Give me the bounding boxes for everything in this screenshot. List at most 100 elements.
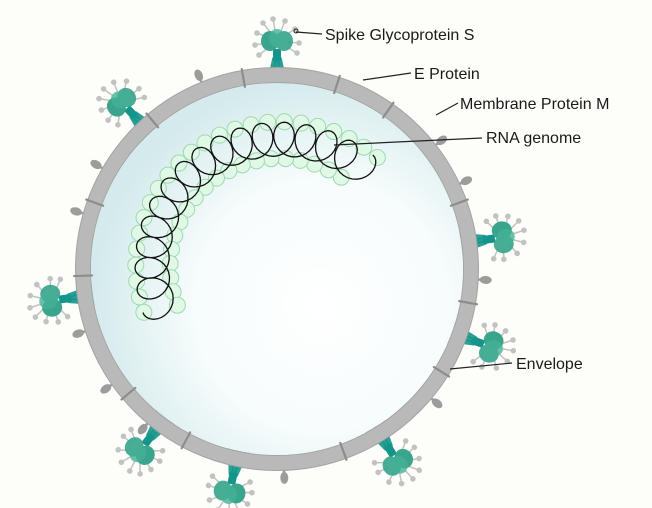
label-membrane-protein: Membrane Protein M <box>460 96 609 113</box>
glycan <box>156 458 163 464</box>
m-protein-head <box>431 398 443 409</box>
nucleocapsid-protein <box>291 151 309 169</box>
nucleocapsid-protein <box>242 116 260 134</box>
leader-line-envelope <box>449 362 513 370</box>
e-protein <box>449 198 469 207</box>
nucleocapsid-protein <box>247 152 265 170</box>
rna-genome-strand <box>134 121 377 320</box>
glycan <box>493 365 500 371</box>
glycan <box>55 319 62 325</box>
nucleocapsid-protein <box>186 189 204 207</box>
viral-envelope <box>75 67 479 471</box>
glycan <box>416 467 423 474</box>
m-protein-head <box>280 471 289 484</box>
glycan-stem <box>216 500 225 508</box>
spike-head <box>39 293 58 310</box>
e-protein <box>432 365 451 378</box>
nucleocapsid-protein <box>211 126 229 144</box>
glycan <box>100 86 107 92</box>
glycan <box>43 318 49 325</box>
glycan <box>252 42 258 48</box>
glycan <box>34 281 40 288</box>
glycan <box>118 459 125 466</box>
spike-head <box>391 456 408 474</box>
glycan <box>371 459 378 466</box>
nucleocapsid-protein <box>220 162 238 180</box>
glycan <box>27 304 33 311</box>
spike-head <box>269 29 285 47</box>
label-rna-genome: RNA genome <box>486 130 581 147</box>
glycan <box>416 455 422 462</box>
leader-line-e-protein <box>362 72 412 81</box>
m-protein-head <box>460 176 473 186</box>
nucleocapsid-protein <box>135 303 153 321</box>
e-proteins <box>73 67 479 461</box>
glycan <box>98 107 105 113</box>
spike-neck <box>471 336 486 349</box>
glycan <box>123 78 130 84</box>
glycan <box>120 433 127 440</box>
spike-neck <box>141 432 156 448</box>
glycan <box>410 476 416 482</box>
nucleocapsid-protein <box>159 166 177 184</box>
glycan-stem <box>228 503 231 508</box>
nucleocapsid-protein <box>306 155 324 173</box>
glycan <box>205 482 212 489</box>
envelope-outer-edge <box>75 67 479 471</box>
nucleocapsid-protein <box>355 138 373 156</box>
glycan <box>148 466 154 473</box>
spike-neck <box>273 49 281 61</box>
glycan <box>481 322 488 329</box>
glycan <box>520 239 527 246</box>
glycan <box>260 20 266 26</box>
spike-neck <box>383 443 397 458</box>
spike-head <box>496 228 515 245</box>
glycan <box>479 364 485 370</box>
glycan <box>110 79 117 85</box>
nucleocapsid-protein <box>130 288 148 306</box>
e-protein <box>120 386 137 401</box>
glycan <box>136 85 142 92</box>
e-protein <box>458 300 479 306</box>
e-protein <box>339 441 348 461</box>
m-protein-head <box>70 207 82 216</box>
glycan <box>505 213 511 220</box>
e-protein <box>240 67 246 88</box>
glycan <box>115 121 121 128</box>
glycan <box>249 489 255 496</box>
e-protein <box>333 74 341 95</box>
e-protein <box>180 431 192 450</box>
glycan <box>105 117 111 123</box>
spike-neck <box>482 234 496 245</box>
glycan <box>514 250 520 257</box>
nucleocapsid-protein <box>135 209 153 227</box>
e-protein <box>145 112 160 129</box>
glycan <box>141 94 148 101</box>
glycan <box>501 256 507 263</box>
nucleocapsid-protein <box>162 269 180 287</box>
glycan <box>57 276 64 283</box>
spike-protein <box>453 213 527 263</box>
label-e-protein: E Protein <box>414 66 480 83</box>
nucleocapsid-protein <box>182 143 200 161</box>
leader-dot-spike <box>293 28 299 34</box>
glycan <box>402 438 409 444</box>
spike-head <box>485 339 503 357</box>
spike-neck <box>58 293 72 304</box>
m-protein-head <box>137 423 148 435</box>
glycan <box>126 468 133 474</box>
rna-strand <box>134 121 377 320</box>
glycan <box>206 497 213 503</box>
glycan <box>502 328 509 334</box>
glycan <box>282 18 288 24</box>
nucleocapsid-protein <box>309 117 327 135</box>
glycan <box>247 479 253 485</box>
nucleocapsid-protein <box>259 113 277 131</box>
m-protein-head <box>100 384 112 394</box>
glycan <box>96 95 102 102</box>
leader-line-membrane-protein <box>435 102 459 116</box>
glycan <box>294 50 300 56</box>
spike-head <box>220 485 238 504</box>
envelope-inner-edge <box>90 82 464 456</box>
